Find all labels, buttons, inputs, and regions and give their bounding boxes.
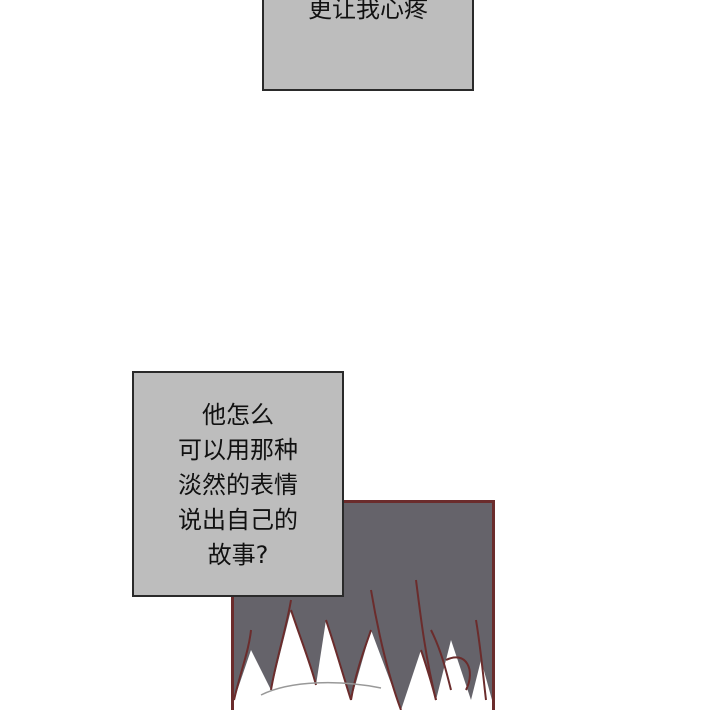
- caption-line: 可以用那种: [134, 433, 342, 468]
- caption-line: 淡然的表情: [134, 468, 342, 503]
- caption-text: 更让我心疼: [264, 0, 472, 24]
- caption-line: 故事?: [134, 538, 342, 573]
- caption-line: 说出自己的: [134, 503, 342, 538]
- caption-box-middle: 他怎么 可以用那种 淡然的表情 说出自己的 故事?: [132, 371, 344, 597]
- caption-line: 他怎么: [134, 398, 342, 433]
- caption-box-top: 更让我心疼: [262, 0, 474, 91]
